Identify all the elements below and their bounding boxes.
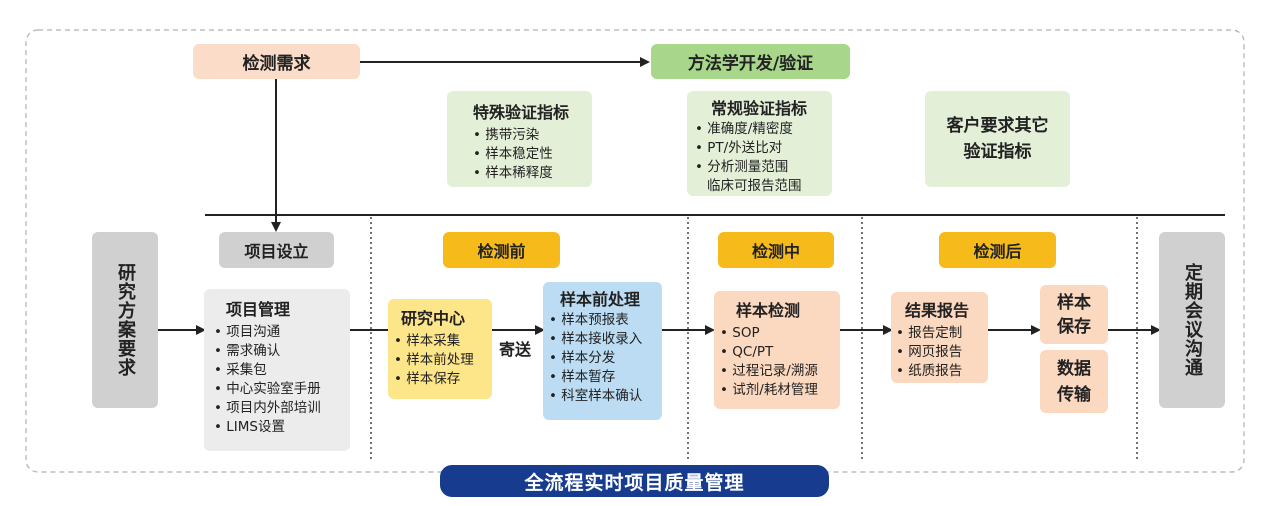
quality-management-banner-label: 全流程实时项目质量管理 bbox=[524, 471, 745, 494]
sample-pre-item: 科室样本确认 bbox=[549, 387, 662, 406]
sample-test-title: 样本检测 bbox=[736, 301, 801, 320]
method-dev-label: 方法学开发/验证 bbox=[687, 54, 814, 74]
data-transfer-line2: 传输 bbox=[1057, 384, 1091, 405]
project-mgmt-title: 项目管理 bbox=[226, 300, 291, 319]
special-indicators-box: 特殊验证指标 携带污染 样本稳定性 样本稀释度 bbox=[447, 91, 592, 187]
result-report-item: 报告定制 bbox=[896, 324, 988, 343]
detect-demand-label: 检测需求 bbox=[242, 54, 311, 74]
routine-item: PT/外送比对 bbox=[695, 139, 832, 158]
regular-meeting-box: 定期会议沟通 bbox=[1159, 232, 1225, 408]
sample-test-item: SOP bbox=[720, 324, 840, 343]
sample-save-box: 样本 保存 bbox=[1040, 285, 1108, 344]
research-plan-label: 研究方案要求 bbox=[115, 263, 136, 377]
phase-post-label-box: 检测后 bbox=[939, 232, 1056, 268]
customer-indicators-line2: 验证指标 bbox=[963, 142, 1032, 162]
special-item: 携带污染 bbox=[473, 126, 592, 145]
result-report-title: 结果报告 bbox=[905, 301, 970, 320]
sample-save-line1: 样本 bbox=[1057, 292, 1091, 313]
routine-item: 临床可报告范围 bbox=[707, 178, 802, 194]
research-center-item: 样本采集 bbox=[394, 332, 492, 351]
sample-test-item: QC/PT bbox=[720, 343, 840, 362]
project-setup-label: 项目设立 bbox=[244, 242, 309, 261]
sample-pre-item: 样本预报表 bbox=[549, 311, 662, 330]
regular-meeting-label: 定期会议沟通 bbox=[1182, 263, 1203, 377]
project-mgmt-item: 中心实验室手册 bbox=[214, 380, 350, 399]
project-mgmt-item: LIMS设置 bbox=[214, 418, 350, 437]
project-mgmt-box: 项目管理 项目沟通 需求确认 采集包 中心实验室手册 项目内外部培训 LIMS设… bbox=[204, 289, 350, 451]
routine-item: 分析测量范围 bbox=[695, 158, 832, 177]
data-transfer-box: 数据 传输 bbox=[1040, 350, 1108, 413]
outer-dashed-frame bbox=[25, 29, 1245, 473]
sample-pre-item: 样本分发 bbox=[549, 349, 662, 368]
research-center-item: 样本前处理 bbox=[394, 351, 492, 370]
sample-save-line2: 保存 bbox=[1057, 316, 1091, 337]
sample-pre-item: 样本暂存 bbox=[549, 368, 662, 387]
research-plan-box: 研究方案要求 bbox=[92, 232, 158, 408]
research-center-title: 研究中心 bbox=[401, 309, 466, 328]
routine-indicators-box: 常规验证指标 准确度/精密度 PT/外送比对 分析测量范围 临床可报告范围 bbox=[687, 91, 832, 196]
result-report-box: 结果报告 报告定制 网页报告 纸质报告 bbox=[891, 292, 988, 383]
quality-management-banner: 全流程实时项目质量管理 bbox=[440, 465, 829, 497]
phase-pre-label: 检测前 bbox=[477, 242, 526, 261]
sample-test-item: 过程记录/溯源 bbox=[720, 362, 840, 381]
special-item: 样本稀释度 bbox=[473, 164, 592, 183]
customer-indicators-line1: 客户要求其它 bbox=[946, 116, 1049, 136]
phase-pre-label-box: 检测前 bbox=[443, 232, 560, 268]
result-report-item: 网页报告 bbox=[896, 343, 988, 362]
sample-pre-item: 样本接收录入 bbox=[549, 330, 662, 349]
phase-during-label: 检测中 bbox=[751, 242, 800, 261]
sample-test-item: 试剂/耗材管理 bbox=[720, 381, 840, 400]
routine-item: 准确度/精密度 bbox=[695, 120, 832, 139]
routine-indicators-title: 常规验证指标 bbox=[711, 99, 808, 118]
sample-pre-box: 样本前处理 样本预报表 样本接收录入 样本分发 样本暂存 科室样本确认 bbox=[543, 282, 662, 420]
sample-test-box: 样本检测 SOP QC/PT 过程记录/溯源 试剂/耗材管理 bbox=[714, 291, 840, 409]
special-item: 样本稳定性 bbox=[473, 145, 592, 164]
project-mgmt-item: 项目沟通 bbox=[214, 323, 350, 342]
sample-pre-title: 样本前处理 bbox=[560, 290, 641, 309]
special-indicators-title: 特殊验证指标 bbox=[473, 103, 570, 122]
project-mgmt-item: 需求确认 bbox=[214, 342, 350, 361]
phase-post-label: 检测后 bbox=[973, 242, 1022, 261]
data-transfer-line1: 数据 bbox=[1057, 358, 1091, 379]
customer-indicators-box: 客户要求其它 验证指标 bbox=[925, 91, 1070, 187]
result-report-item: 纸质报告 bbox=[896, 362, 988, 381]
method-dev-box: 方法学开发/验证 bbox=[651, 44, 850, 79]
project-mgmt-item: 采集包 bbox=[214, 361, 350, 380]
send-label: 寄送 bbox=[499, 340, 532, 359]
detect-demand-box: 检测需求 bbox=[193, 44, 360, 79]
project-mgmt-item: 项目内外部培训 bbox=[214, 399, 350, 418]
phase-during-label-box: 检测中 bbox=[718, 232, 834, 268]
research-center-box: 研究中心 样本采集 样本前处理 样本保存 bbox=[388, 299, 492, 399]
project-setup-box: 项目设立 bbox=[219, 232, 334, 268]
research-center-item: 样本保存 bbox=[394, 370, 492, 389]
